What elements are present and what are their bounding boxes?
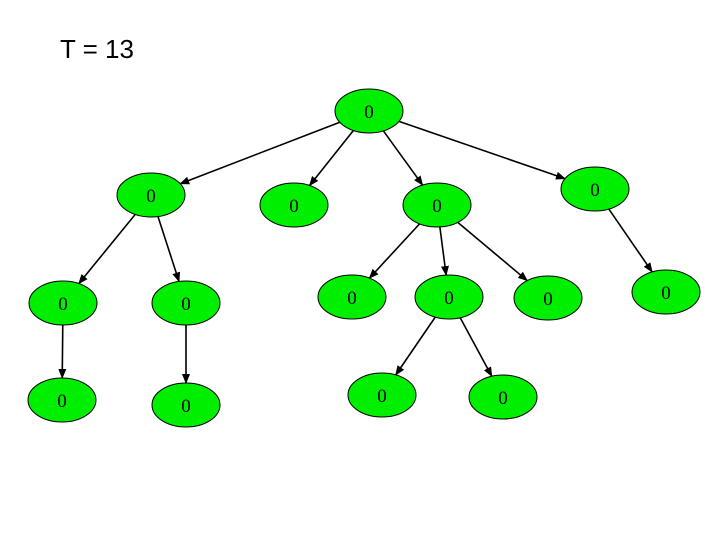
- node-label: 0: [146, 186, 156, 207]
- node-ellipse: [414, 274, 484, 320]
- tree-node-c2: 0: [414, 274, 484, 320]
- node-ellipse: [513, 275, 583, 321]
- node-label: 0: [57, 391, 67, 412]
- node-ellipse: [151, 280, 221, 326]
- edge-root-a: [179, 121, 341, 185]
- tree-node-a: 0: [116, 172, 186, 218]
- node-ellipse: [259, 182, 329, 228]
- node-label: 0: [661, 283, 671, 304]
- node-ellipse: [631, 269, 701, 315]
- tree-node-b: 0: [259, 182, 329, 228]
- edge-root-b: [308, 130, 355, 187]
- tree-node-a2: 0: [151, 280, 221, 326]
- node-ellipse: [334, 88, 404, 134]
- tree-node-d1: 0: [631, 269, 701, 315]
- tree-node-a1: 0: [28, 280, 98, 326]
- edge-d-d1: [608, 208, 653, 273]
- time-step-title: T = 13: [60, 34, 134, 64]
- node-label: 0: [181, 396, 191, 417]
- node-ellipse: [317, 274, 387, 320]
- node-ellipse: [560, 166, 630, 212]
- node-label: 0: [543, 289, 553, 310]
- node-label: 0: [289, 196, 299, 217]
- node-ellipse: [151, 382, 221, 428]
- node-label: 0: [498, 388, 508, 409]
- edge-a1-a1a: [58, 324, 67, 380]
- node-label: 0: [181, 294, 191, 315]
- edge-a-a1: [78, 213, 136, 285]
- node-ellipse: [468, 374, 538, 420]
- node-ellipse: [402, 182, 472, 228]
- tree-node-c3: 0: [513, 275, 583, 321]
- node-label: 0: [432, 196, 442, 217]
- node-label: 0: [444, 288, 454, 309]
- edge-c-c3: [457, 221, 528, 282]
- tree-node-c1: 0: [317, 274, 387, 320]
- edge-a-a2: [157, 216, 181, 283]
- edge-root-d: [398, 120, 566, 180]
- edge-c-c1: [368, 223, 421, 279]
- tree-node-d: 0: [560, 166, 630, 212]
- tree-node-root: 0: [334, 88, 404, 134]
- node-label: 0: [364, 102, 374, 123]
- node-label: 0: [590, 180, 600, 201]
- node-label: 0: [377, 386, 387, 407]
- edge-c2-c2a: [395, 316, 436, 376]
- tree-node-c2a: 0: [347, 372, 417, 418]
- tree-node-c2b: 0: [468, 374, 538, 420]
- node-label: 0: [347, 288, 357, 309]
- node-label: 0: [58, 294, 68, 315]
- node-ellipse: [347, 372, 417, 418]
- node-ellipse: [27, 377, 97, 423]
- node-ellipse: [116, 172, 186, 218]
- tree-node-c: 0: [402, 182, 472, 228]
- tree-node-a1a: 0: [27, 377, 97, 423]
- edge-c2-c2b: [459, 317, 493, 378]
- tree-node-a2a: 0: [151, 382, 221, 428]
- edge-c-c2: [439, 226, 449, 277]
- edge-root-c: [382, 130, 424, 186]
- node-ellipse: [28, 280, 98, 326]
